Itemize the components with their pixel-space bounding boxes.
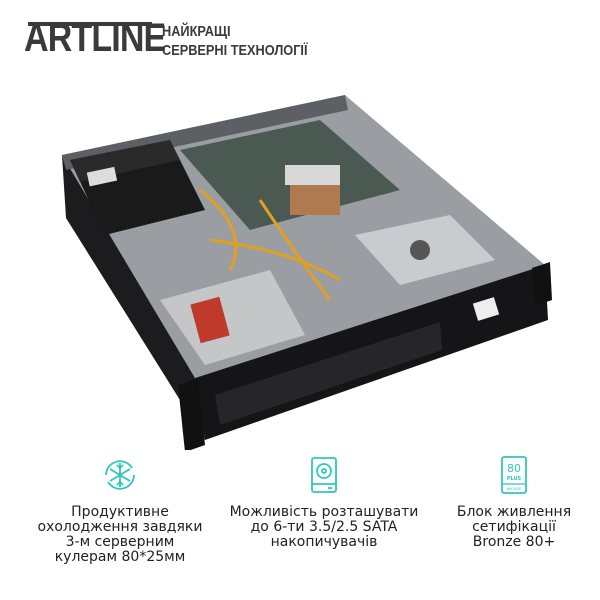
hard-drive-icon <box>311 457 337 493</box>
hard-drive <box>160 270 305 365</box>
drive-cage-hole <box>410 240 430 260</box>
feature-line: Можливість розташувати <box>229 504 419 520</box>
feature-drives: Можливість розташувати до 6-ти 3.5/2.5 S… <box>224 455 424 550</box>
snowflake-cooling-icon <box>105 460 135 490</box>
svg-text:80: 80 <box>507 462 521 475</box>
feature-cooling: Продуктивне охолодження завдяки 3-м серв… <box>20 455 220 565</box>
rack-ear-right <box>532 262 552 306</box>
hdd-label <box>190 296 230 344</box>
slogan-line-2: СЕРВЕРНІ ТЕХНОЛОГІЇ <box>162 42 308 59</box>
feature-line: Блок живлення <box>456 504 572 520</box>
server-chassis-image <box>62 95 552 450</box>
logo-bar <box>28 22 152 26</box>
feature-line: до 6-ти 3.5/2.5 SATA <box>250 519 398 535</box>
feature-line: сетифікації <box>472 519 556 535</box>
feature-line: накопичувачів <box>270 534 378 550</box>
feature-line: охолодження завдяки <box>37 519 203 535</box>
svg-text:BRONZE: BRONZE <box>507 487 522 491</box>
80-plus-bronze-icon: 80 PLUS BRONZE <box>501 456 527 494</box>
cables <box>199 188 341 301</box>
rack-ear-left <box>178 378 205 450</box>
cpu-fan <box>285 165 340 185</box>
feature-line: кулерам 80*25мм <box>54 549 186 565</box>
chassis-side-wall <box>62 155 205 440</box>
usb-ports <box>472 297 500 321</box>
svg-text:PLUS: PLUS <box>507 476 522 482</box>
slogan-line-1: НАЙКРАЩІ <box>162 23 231 40</box>
feature-line: Продуктивне <box>71 504 169 520</box>
slogan: НАЙКРАЩІ СЕРВЕРНІ ТЕХНОЛОГІЇ <box>162 22 307 60</box>
feature-psu: 80 PLUS BRONZE Блок живлення сетифікації… <box>414 455 600 550</box>
feature-line: Bronze 80+ <box>472 534 556 550</box>
psu-label <box>86 166 118 187</box>
feature-line: 3-м серверним <box>65 534 175 550</box>
artline-logo: ARTLINE <box>24 16 166 60</box>
front-vent-grille <box>215 322 442 425</box>
